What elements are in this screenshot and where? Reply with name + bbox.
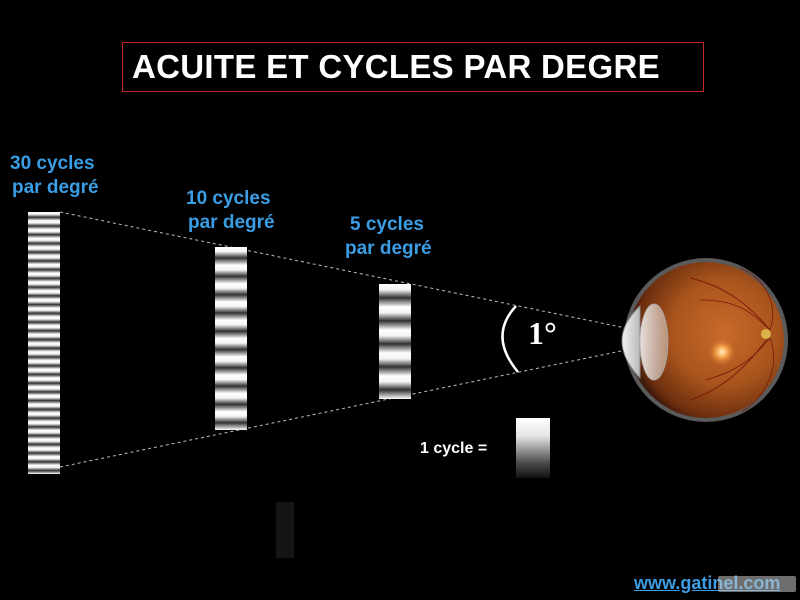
label-10-line2: par degré [188,212,275,233]
eye-illustration-icon [621,258,788,422]
label-5-line2: par degré [345,238,432,259]
cycle-legend-label: 1 cycle = [420,440,488,457]
label-10-line1: 10 cycles [186,188,271,209]
page-title: ACUITE ET CYCLES PAR DEGRE [132,48,660,85]
title-box: ACUITE ET CYCLES PAR DEGRE [122,42,704,92]
watermark-badge [718,576,796,592]
label-30-cycles: 30 cycles par degré [10,152,99,200]
dashed-line-lower [59,344,651,468]
grating-10-cycles [215,247,247,430]
dashed-line-upper [59,211,651,334]
label-30-line2: par degré [12,177,99,198]
label-5-cycles: 5 cycles par degré [345,213,432,261]
grating-30-cycles [28,212,60,474]
angle-arc-icon [501,305,519,373]
label-30-line1: 30 cycles [10,153,95,174]
one-cycle-sample [516,418,550,478]
grating-5-cycles [379,284,411,399]
angle-label: 1° [528,315,557,351]
label-10-cycles: 10 cycles par degré [186,187,275,235]
dark-rectangle [276,502,294,558]
label-5-line1: 5 cycles [350,214,424,235]
